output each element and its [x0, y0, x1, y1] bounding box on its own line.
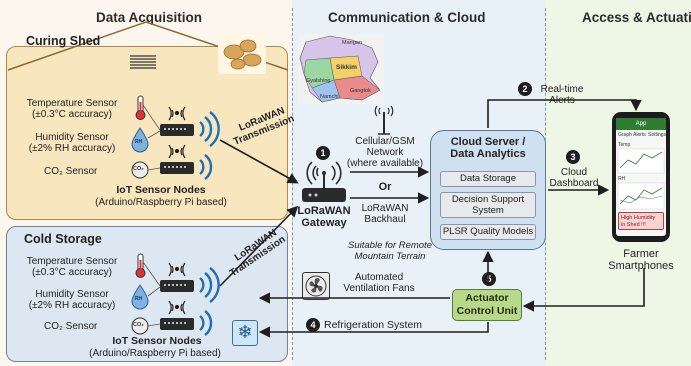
alerts-line1: Real-time	[540, 84, 584, 95]
shed-temp-sensor-accuracy: (±0.3°C accuracy)	[31, 109, 113, 120]
cold-nodes-subtitle: (Arduino/Raspberry Pi based)	[89, 348, 221, 359]
column-divider-1	[292, 8, 293, 360]
phone-rh-label: RH	[618, 176, 626, 182]
cold-storage-title: Cold Storage	[24, 232, 102, 246]
phone-label-line1: Farmer	[623, 248, 659, 260]
backhaul-line1: LoRaWAN	[361, 203, 409, 214]
map-label-mangan: Mangan	[342, 40, 362, 46]
cold-humidity-sensor-label: Humidity Sensor	[35, 289, 109, 300]
map-label-sikkim: Sikkim	[336, 64, 357, 71]
cold-nodes-title: IoT Sensor Nodes	[112, 335, 202, 347]
column-title-communication: Communication & Cloud	[328, 10, 486, 25]
cellular-line3: (where available)	[346, 158, 424, 169]
phone-alert-card: High Humidity in Shed !!!	[618, 212, 664, 230]
shed-rh-icon-text: RH	[135, 139, 143, 145]
curing-shed-panel	[6, 46, 288, 220]
cold-humidity-sensor-accuracy: (±2% RH accuracy)	[28, 300, 116, 311]
cloud-title-line2: Data Analytics	[450, 148, 526, 160]
shed-nodes-subtitle: (Arduino/Raspberry Pi based)	[95, 197, 227, 208]
decision-line1: Decision Support	[451, 194, 525, 205]
shed-co2-sensor-label: CO₂ Sensor	[44, 166, 98, 177]
shed-node-2	[160, 162, 194, 174]
decision-line2: System	[472, 205, 504, 216]
map-label-gangtok: Gangtok	[350, 88, 371, 94]
map-label-namchi: Namchi	[320, 94, 339, 100]
ventilation-line1: Automated	[354, 272, 404, 283]
column-title-access: Access & Actuation	[582, 10, 691, 25]
cold-node-2	[160, 318, 194, 330]
cold-co2-sensor-label: CO₂ Sensor	[44, 321, 98, 332]
thermometer-icon	[135, 253, 146, 278]
ventilation-line2: Ventilation Fans	[343, 283, 415, 294]
cold-co2-icon-text: CO₂	[133, 322, 144, 328]
cold-temp-sensor-accuracy: (±0.3°C accuracy)	[31, 267, 113, 278]
gateway-label-line1: LoRaWAN	[297, 205, 351, 217]
shed-humidity-sensor-accuracy: (±2% RH accuracy)	[28, 143, 116, 154]
remote-line2: Mountain Terrain	[354, 251, 426, 262]
actuator-line2: Control Unit	[456, 305, 518, 317]
step-5-badge: 5	[482, 272, 496, 286]
actuator-control-unit: Actuator Control Unit	[452, 289, 522, 321]
network-or: Or	[378, 181, 392, 193]
phone-tab-alerts: Alerts	[633, 132, 646, 138]
cold-temp-sensor-label: Temperature Sensor	[26, 256, 118, 267]
cellular-line1: Cellular/GSM	[355, 136, 415, 147]
phone-tab-graph: Graph	[618, 132, 632, 138]
step-1-badge: 1	[316, 146, 330, 160]
shed-humidity-sensor-label: Humidity Sensor	[35, 132, 109, 143]
step-2-badge: 2	[518, 82, 532, 96]
refrigeration-label: Refrigeration System	[324, 319, 423, 331]
map-label-gyalshing: Gyalshing	[306, 78, 331, 84]
phone-tab-settings: Settings	[648, 132, 667, 138]
shed-node-1	[160, 124, 194, 136]
gateway-label-line2: Gateway	[301, 217, 347, 229]
phone-alert-line2: in Shed !!!	[621, 221, 646, 228]
humidity-drop-icon	[131, 127, 149, 153]
fan-icon	[302, 272, 330, 300]
step-4-badge: 4	[306, 318, 320, 332]
cellular-line2: Network	[366, 147, 404, 158]
curing-shed-title: Curing Shed	[26, 34, 101, 48]
cloud-title-line1: Cloud Server /	[450, 136, 526, 148]
actuator-line1: Actuator	[465, 292, 509, 304]
cloud-plsr-models: PLSR Quality Models	[440, 224, 536, 240]
phone-label-line2: Smartphones	[608, 260, 674, 272]
dashboard-line1: Cloud	[560, 167, 588, 178]
column-title-acquisition: Data Acquisition	[96, 10, 203, 25]
cold-node-1	[160, 280, 194, 292]
phone-alert-line1: High Humidity	[621, 215, 656, 221]
cold-rh-icon-text: RH	[135, 296, 143, 302]
shed-nodes-title: IoT Sensor Nodes	[116, 184, 206, 196]
shed-temp-sensor-label: Temperature Sensor	[26, 98, 118, 109]
remote-line1: Suitable for Remote	[348, 240, 432, 251]
humidity-drop-icon	[131, 284, 149, 310]
snowflake-icon: ❄	[232, 320, 258, 346]
phone-temp-label: Temp	[618, 142, 631, 148]
step-3-badge: 3	[566, 150, 580, 164]
shed-co2-icon-text: CO₂	[133, 166, 144, 172]
backhaul-line2: Backhaul	[364, 214, 406, 225]
cloud-data-storage: Data Storage	[440, 171, 536, 187]
dashboard-line2: Dashboard	[549, 178, 599, 189]
thermometer-icon	[135, 95, 146, 120]
phone-app-header: App	[616, 118, 666, 130]
cloud-decision-support: Decision Support System	[440, 192, 536, 218]
